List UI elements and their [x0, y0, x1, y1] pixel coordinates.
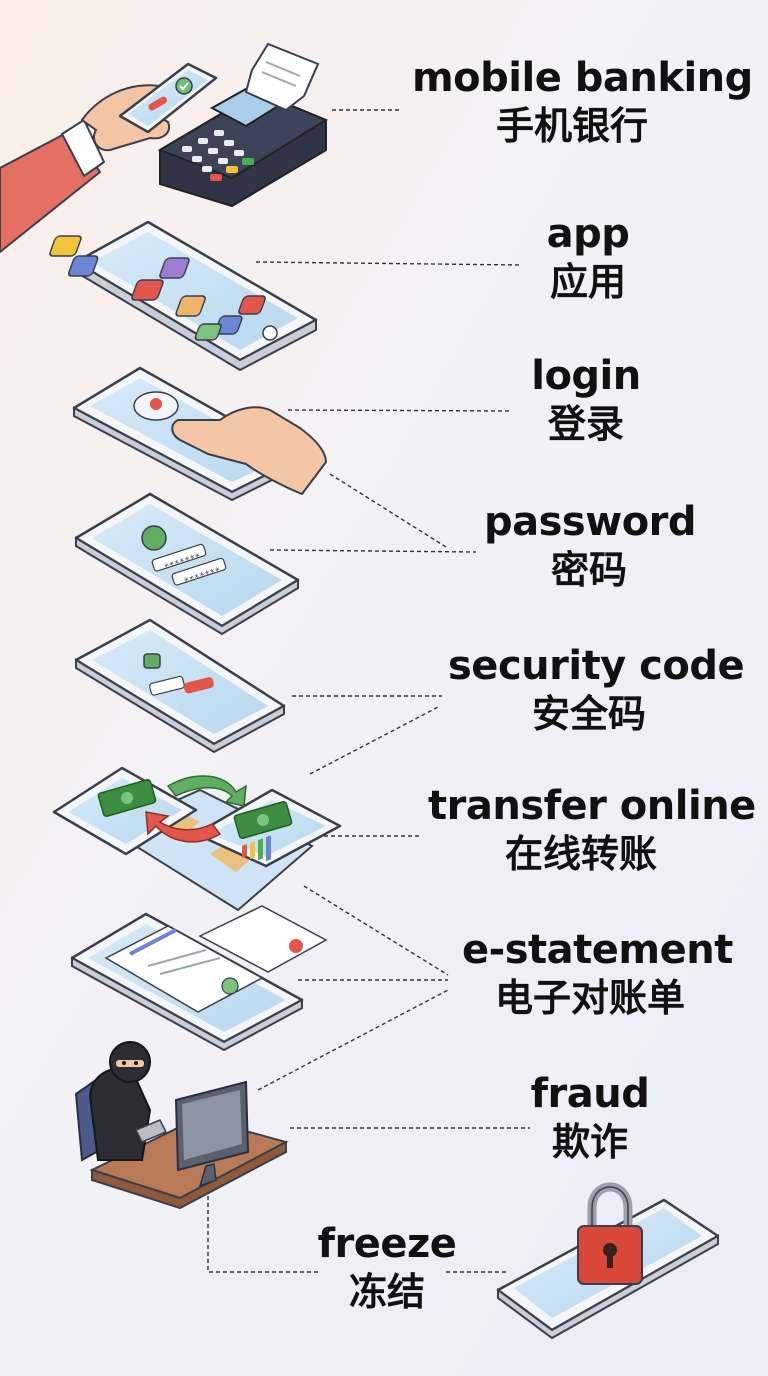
user-icon — [150, 398, 162, 410]
transfer-illustration — [52, 766, 342, 912]
connector-login — [287, 409, 513, 412]
term-zh: 在线转账 — [504, 831, 657, 876]
settings-app-icon — [159, 257, 190, 279]
term-en: e-statement — [462, 927, 733, 973]
term-mobile-banking: mobile banking 手机银行 — [412, 55, 753, 148]
pointing-hand-icon — [171, 406, 327, 495]
connector-login-password — [329, 473, 447, 548]
term-en: security code — [448, 643, 745, 689]
connector-freeze-left — [207, 1196, 318, 1273]
term-login: login 登录 — [506, 354, 666, 445]
mobile-banking-illustration — [0, 42, 329, 253]
term-zh: 欺诈 — [551, 1119, 628, 1164]
padlock-icon — [577, 1182, 643, 1285]
freeze-illustration — [496, 1182, 720, 1340]
term-en: mobile banking — [412, 55, 753, 101]
term-freeze: freeze 冻结 — [316, 1222, 458, 1313]
term-en: password — [484, 499, 697, 545]
arrow-red-icon — [145, 811, 222, 843]
hacker-icon — [88, 1067, 152, 1161]
term-en: transfer online — [428, 783, 756, 829]
term-password: password 密码 — [484, 499, 697, 592]
phone-pay-icon — [118, 62, 218, 134]
term-en: fraud — [530, 1071, 650, 1117]
connector-estatement-fraud — [257, 989, 449, 1091]
connector-security-transfer — [309, 705, 441, 775]
term-transfer-online: transfer online 在线转账 — [428, 783, 756, 876]
connector-lines — [207, 109, 530, 1273]
term-zh: 应用 — [549, 259, 626, 304]
app-phone-illustration — [49, 220, 318, 372]
user-avatar-icon — [141, 525, 167, 551]
term-en: app — [546, 211, 630, 257]
code-input — [149, 675, 185, 696]
term-app: app 应用 — [508, 212, 668, 303]
gear-app-icon — [175, 295, 206, 317]
term-zh: 电子对账单 — [494, 975, 685, 1020]
password-phone-illustration: ******* ******* — [74, 492, 300, 636]
term-en: freeze — [317, 1221, 457, 1267]
arrow-green-icon — [166, 775, 247, 807]
mail-app-icon — [49, 235, 82, 257]
term-zh: 安全码 — [531, 691, 646, 736]
term-en: login — [531, 353, 641, 399]
connector-password — [269, 549, 477, 553]
e-statement-illustration — [70, 835, 328, 1052]
contacts-app-icon — [67, 255, 99, 277]
pos-terminal-icon — [157, 42, 329, 208]
password-field-1 — [151, 543, 207, 572]
term-fraud: fraud 欺诈 — [520, 1072, 660, 1163]
verify-button — [183, 677, 214, 694]
login-phone-illustration — [72, 366, 327, 502]
connector-transfer-estatement — [303, 885, 449, 976]
photo-app-icon — [238, 295, 266, 315]
term-zh: 冻结 — [348, 1269, 425, 1314]
term-e-statement: e-statement 电子对账单 — [462, 927, 733, 1020]
password-field-2 — [171, 557, 227, 586]
term-zh: 手机银行 — [495, 103, 648, 148]
shield-lock-icon — [143, 653, 161, 669]
connector-app — [255, 261, 523, 266]
report-chart-icon — [198, 905, 328, 973]
wallet-app-icon — [131, 279, 164, 301]
security-code-phone-illustration — [74, 618, 286, 754]
term-zh: 密码 — [550, 547, 627, 592]
check-app-icon — [194, 323, 222, 341]
term-zh: 登录 — [547, 401, 624, 446]
fraud-illustration — [74, 1041, 289, 1210]
term-security-code: security code 安全码 — [448, 643, 745, 736]
